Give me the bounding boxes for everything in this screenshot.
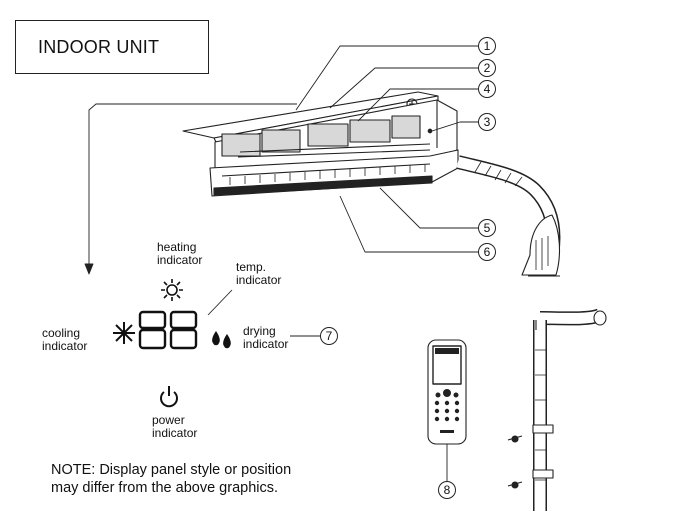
callout-5: 5 bbox=[478, 219, 496, 237]
callout-7: 7 bbox=[320, 327, 338, 345]
remote-control bbox=[427, 339, 467, 481]
callout-1: 1 bbox=[478, 37, 496, 55]
snowflake-icon bbox=[113, 322, 135, 344]
sun-icon bbox=[161, 279, 183, 301]
callout-3: 3 bbox=[478, 113, 496, 131]
wall-pipe bbox=[507, 308, 607, 511]
callout-6: 6 bbox=[478, 243, 496, 261]
power-icon bbox=[160, 386, 178, 408]
page-title: INDOOR UNIT bbox=[38, 37, 160, 57]
callout-4: 4 bbox=[478, 80, 496, 98]
callout-8: 8 bbox=[438, 481, 456, 499]
callout-2: 2 bbox=[478, 59, 496, 77]
pipe-hose bbox=[456, 155, 561, 277]
leader-lines bbox=[295, 45, 478, 253]
louver-vanes bbox=[229, 164, 426, 185]
air-filters bbox=[221, 115, 421, 157]
temp-indicator-label: temp.indicator bbox=[236, 260, 282, 287]
note-text: NOTE: Display panel style or position ma… bbox=[51, 462, 292, 496]
unit-body bbox=[209, 99, 459, 197]
temp-leader-line bbox=[207, 289, 233, 316]
water-drops-icon bbox=[212, 331, 231, 349]
pointer-arrow bbox=[84, 103, 297, 275]
title-box: INDOOR UNIT bbox=[15, 20, 209, 74]
seven-segment-display bbox=[138, 310, 198, 350]
